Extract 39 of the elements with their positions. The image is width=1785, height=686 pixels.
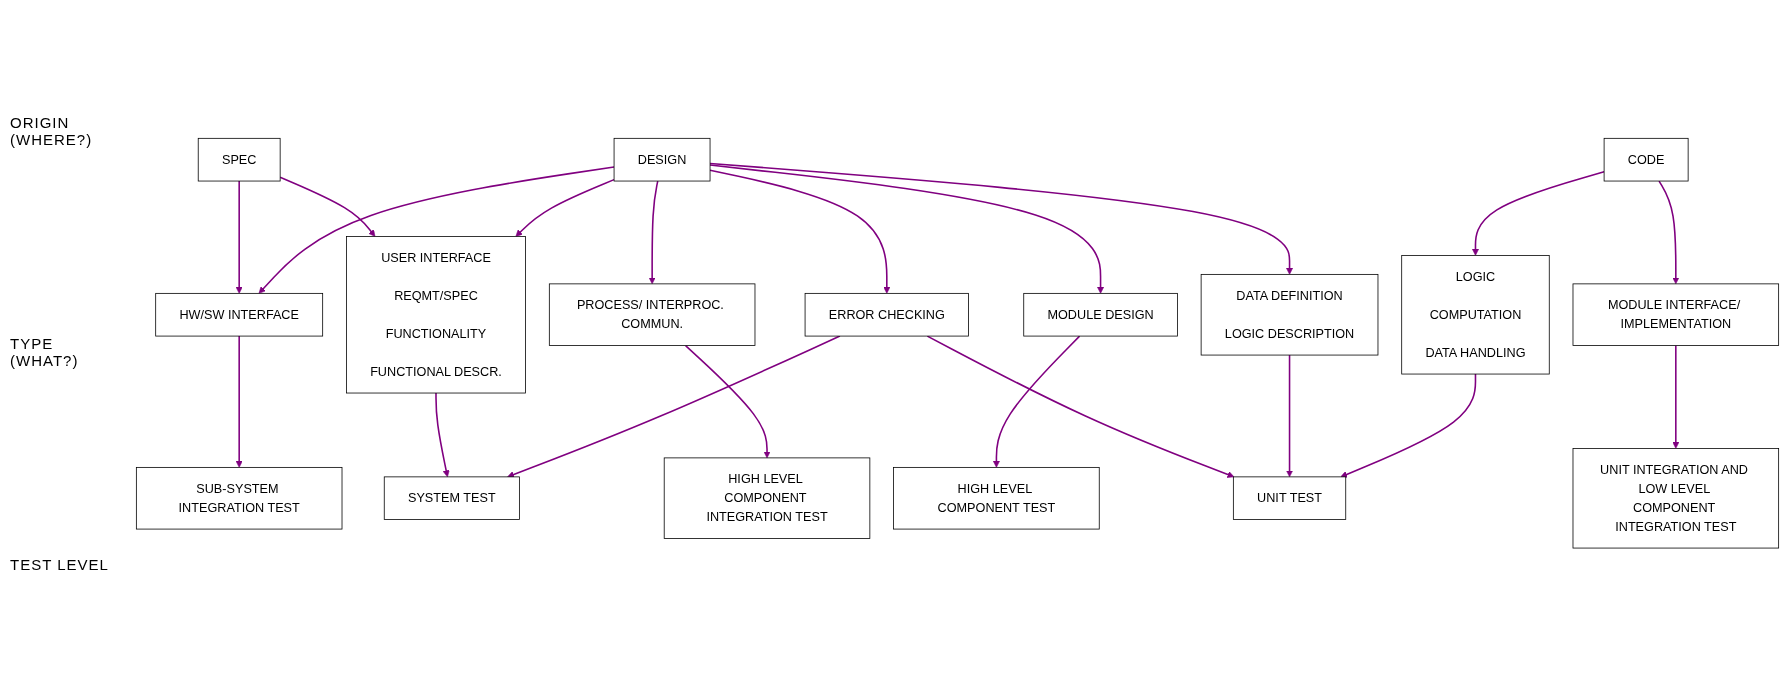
arrow: [1472, 170, 1605, 256]
node-box: HW/SW INTERFACE: [155, 292, 324, 337]
node-box: HIGH LEVEL COMPONENT INTEGRATION TEST: [663, 457, 871, 539]
arrow: [709, 164, 1105, 294]
node-box: DESIGN: [613, 137, 711, 182]
node-box: MODULE DESIGN: [1023, 292, 1178, 337]
arrow: [1658, 180, 1680, 284]
arrow: [235, 335, 243, 468]
node-box: UNIT INTEGRATION AND LOW LEVEL COMPONENT INTEGRATION TEST: [1572, 447, 1780, 549]
node-box: SUB-SYSTEM INTEGRATION TEST: [135, 466, 343, 530]
node-box: PROCESS/ INTERPROC. COMMUN.: [548, 283, 756, 346]
row-heading: TYPE (WHAT?): [10, 334, 80, 369]
arrow: [435, 392, 450, 477]
node-box: SYSTEM TEST: [383, 476, 520, 520]
arrow: [709, 169, 891, 294]
node-box: CODE: [1603, 137, 1689, 182]
row-heading: TEST LEVEL: [10, 555, 110, 573]
arrow: [258, 165, 615, 294]
node-box: MODULE INTERFACE/ IMPLEMENTATION: [1572, 283, 1780, 346]
arrow: [992, 335, 1081, 468]
arrow: [1672, 344, 1680, 449]
arrow: [235, 180, 243, 294]
node-box: UNIT TEST: [1232, 476, 1347, 520]
arrow: [926, 335, 1235, 478]
node-box: DATA DEFINITION LOGIC DESCRIPTION: [1200, 273, 1379, 356]
node-box: LOGIC COMPUTATION DATA HANDLING: [1401, 254, 1550, 375]
arrow: [279, 176, 376, 237]
node-box: HIGH LEVEL COMPONENT TEST: [893, 466, 1100, 530]
node-box: USER INTERFACE REQMT/SPEC FUNCTIONALITY FUNCTIONAL DESCR.: [346, 235, 526, 394]
arrow: [648, 180, 659, 284]
arrow: [709, 162, 1294, 275]
arrow: [1340, 373, 1477, 478]
arrow: [1286, 354, 1294, 477]
arrow: [515, 178, 615, 237]
arrow: [507, 335, 841, 478]
arrow: [684, 344, 771, 458]
node-box: ERROR CHECKING: [804, 292, 969, 337]
node-box: SPEC: [197, 137, 281, 182]
row-heading: ORIGIN (WHERE?): [10, 113, 94, 148]
